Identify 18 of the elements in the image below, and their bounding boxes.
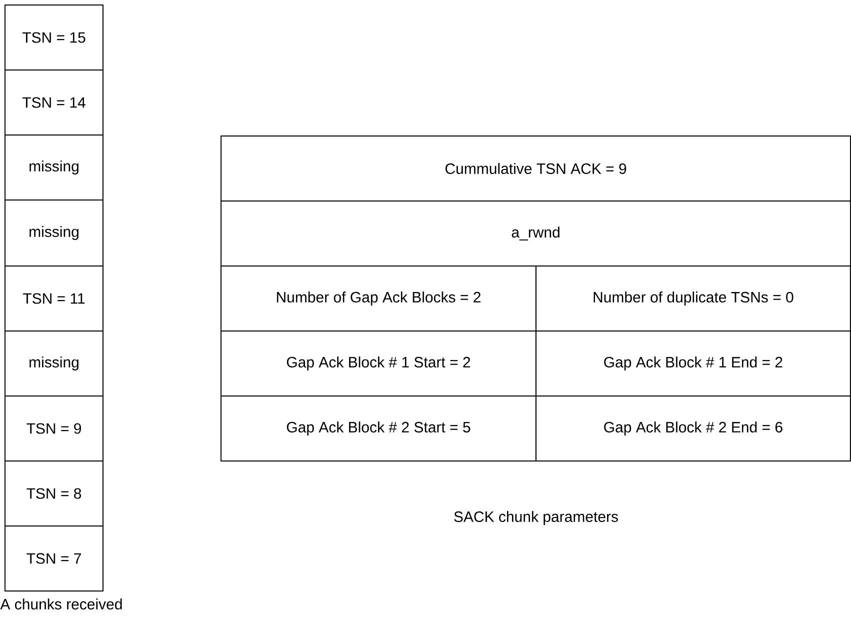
stack-cell: missing [4, 134, 104, 200]
caption: SACK chunk parameters [454, 511, 618, 525]
stack-cell: TSN = 9 [4, 396, 104, 462]
stack-cell: TSN = 15 [4, 4, 104, 70]
table-cell: Gap Ack Block # 2 End = 6 [535, 396, 851, 462]
table-cell: a_rwnd [220, 200, 851, 266]
table-cell: Gap Ack Block # 2 Start = 5 [220, 396, 536, 462]
table-cell: Number of Gap Ack Blocks = 2 [220, 266, 536, 332]
table-cell: Gap Ack Block # 1 End = 2 [535, 330, 851, 396]
stack-cell: missing [4, 330, 104, 396]
table-cell: Number of duplicate TSNs = 0 [535, 266, 851, 332]
stack-cell: TSN = 8 [4, 460, 104, 526]
table-cell: Cummulative TSN ACK = 9 [220, 136, 851, 202]
stack-cell: TSN = 14 [4, 70, 104, 136]
stack-cell: TSN = 7 [4, 526, 104, 592]
stack-cell: TSN = 11 [4, 266, 104, 332]
stack-cell: missing [4, 200, 104, 266]
table-cell: Gap Ack Block # 1 Start = 2 [220, 330, 536, 396]
